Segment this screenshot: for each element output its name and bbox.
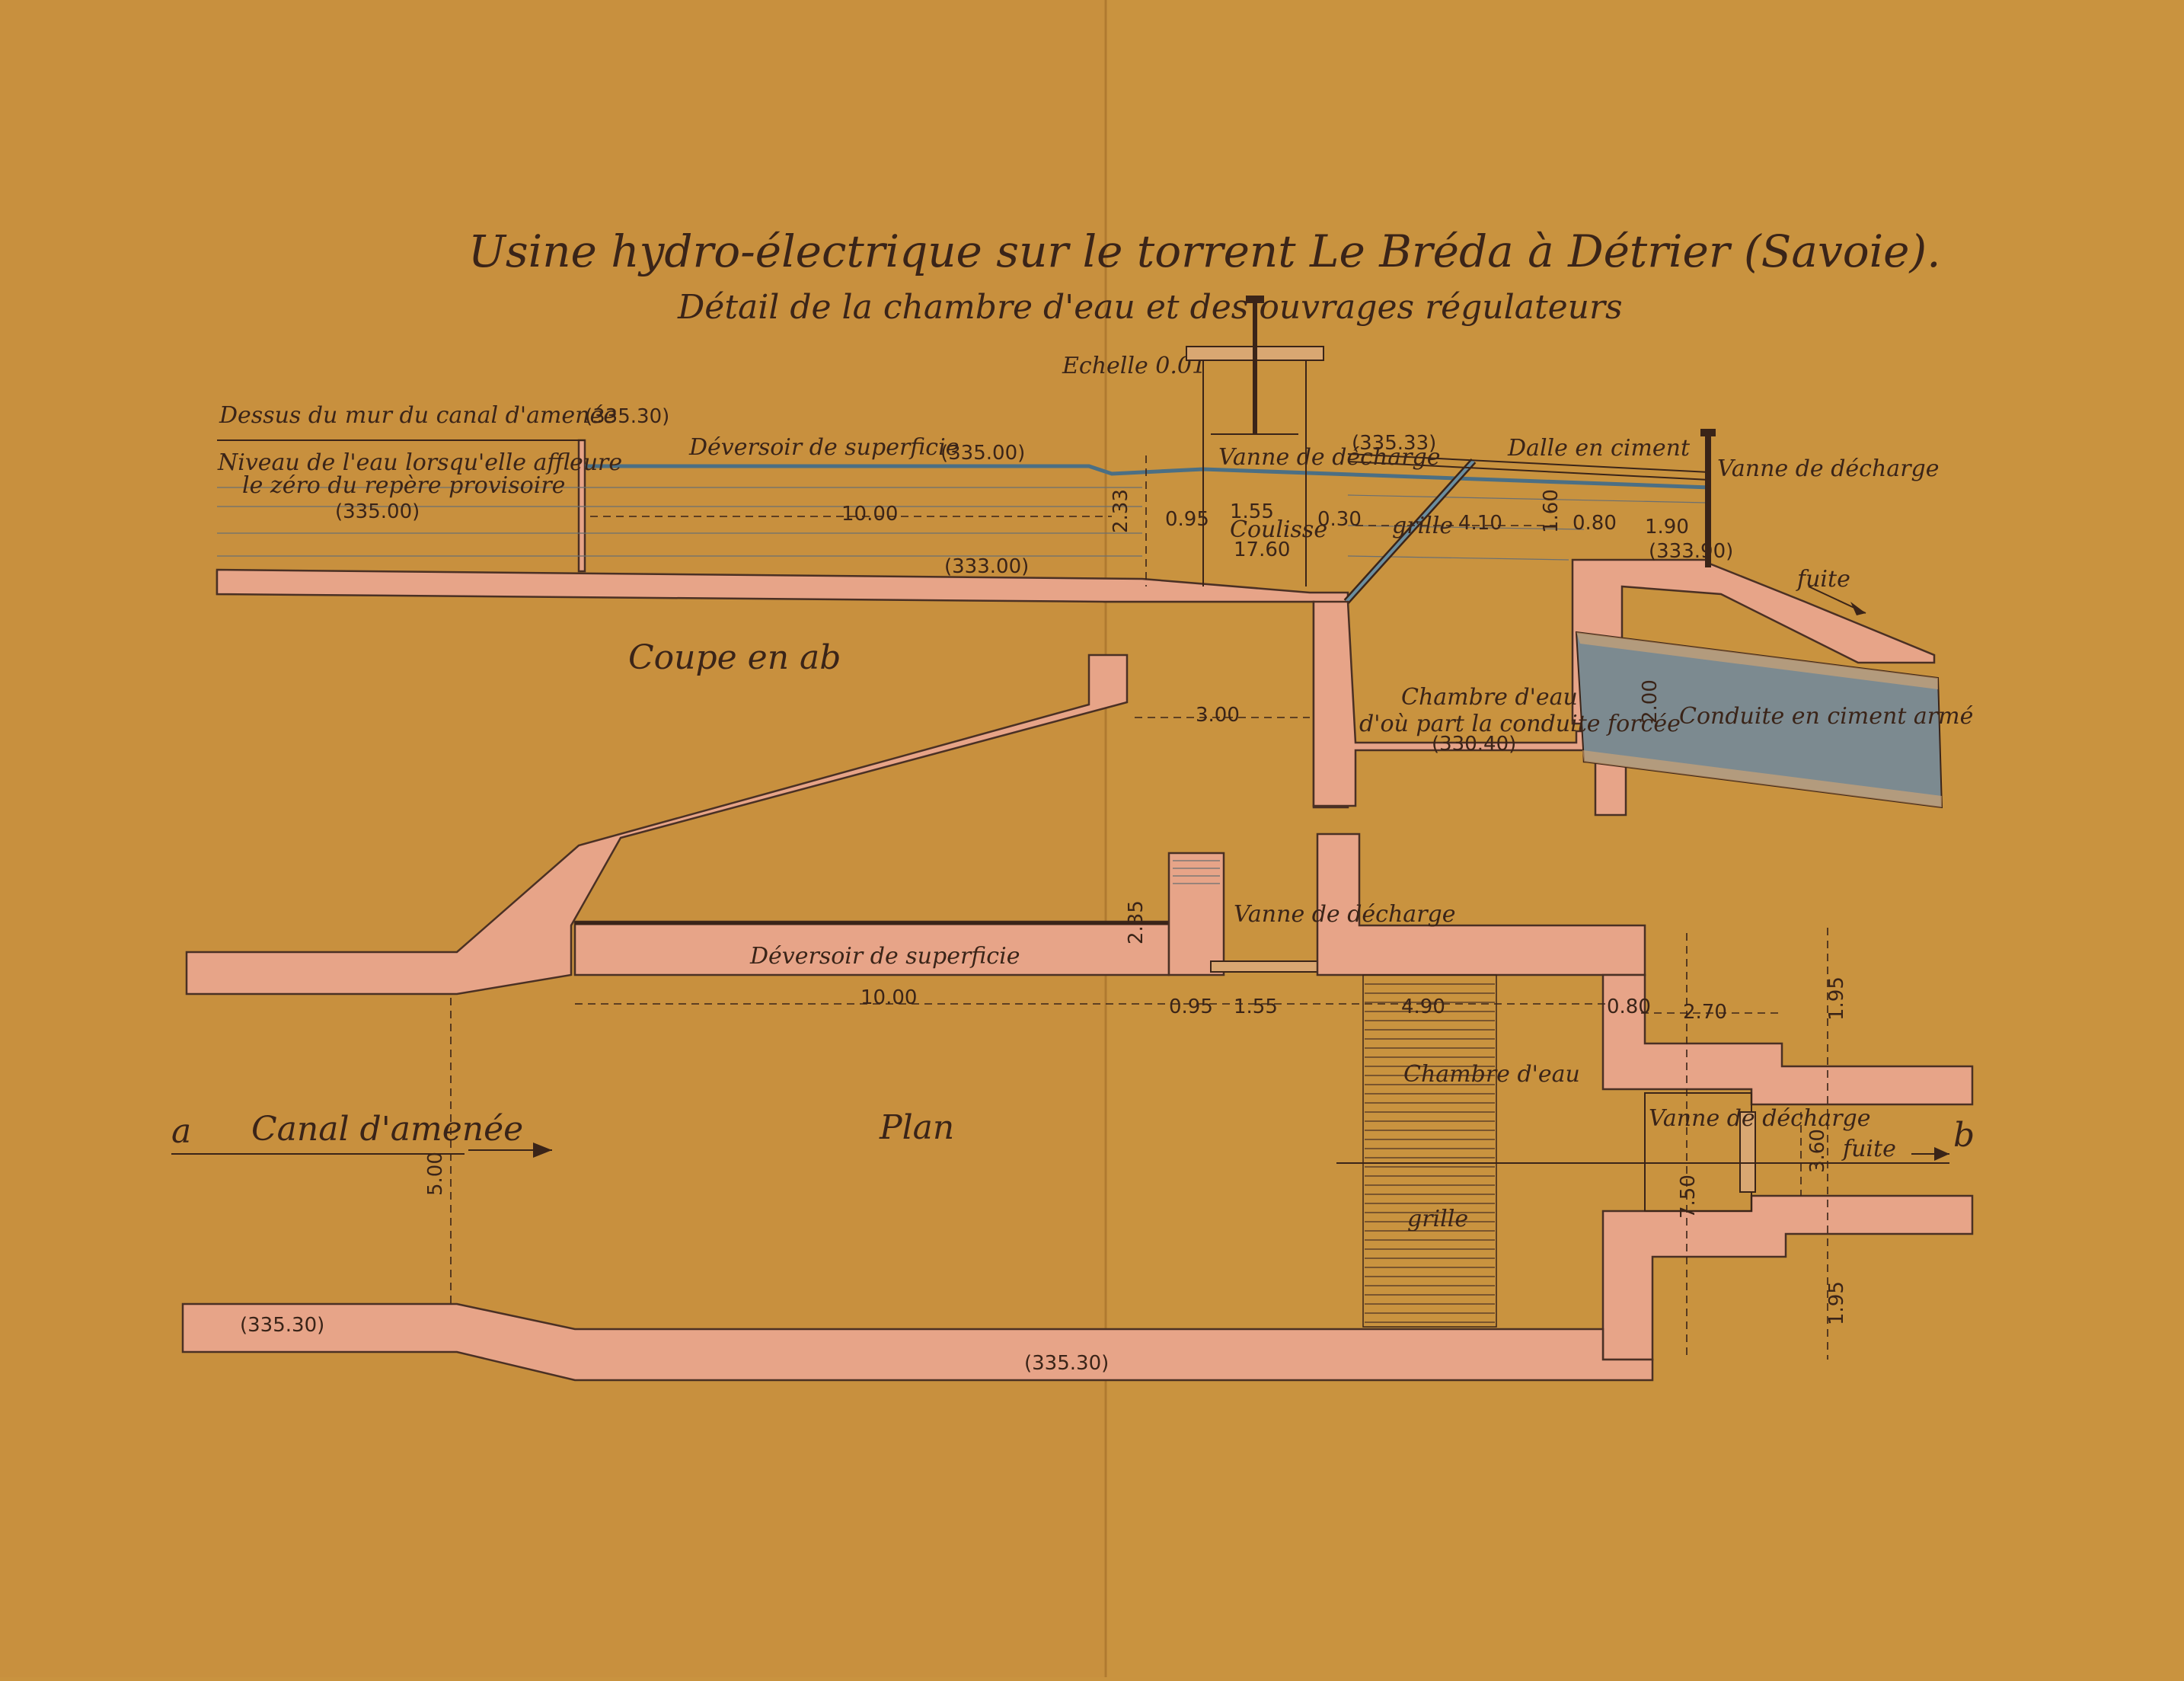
plan-spillway <box>573 920 1170 976</box>
label-reinforced-pipe: Conduite en ciment armé <box>1679 703 1973 730</box>
label-water-level-2: le zéro du repère provisoire <box>242 472 565 499</box>
plan-dim-155: 1.55 <box>1234 995 1278 1018</box>
plan-grate-hatching <box>1365 983 1495 1323</box>
label-plan-chamber: Chambre d'eau <box>1403 1061 1580 1088</box>
elev-33040: (330.40) <box>1432 733 1516 756</box>
label-plan-tailrace: fuite <box>1841 1136 1896 1162</box>
label-canal: Canal d'amenée <box>251 1110 523 1149</box>
marker-a: a <box>171 1112 191 1151</box>
plan-gate-pier <box>1167 852 1225 976</box>
dim-190: 1.90 <box>1645 516 1689 538</box>
label-cement-slab: Dalle en ciment <box>1507 435 1691 462</box>
label-section-grate: grille <box>1392 513 1453 539</box>
plan-central-wall <box>1316 833 1646 976</box>
elev-33530: (335.30) <box>585 405 669 428</box>
label-plan-gate: Vanne de décharge <box>1234 901 1456 928</box>
label-right-gate: Vanne de décharge <box>1717 455 1940 482</box>
plan-dim-235: 2.35 <box>1125 900 1148 944</box>
cement-slab <box>1347 453 1710 473</box>
plan-dim-195a: 1.95 <box>1825 976 1848 1021</box>
plan-dim-10: 10.00 <box>861 986 917 1009</box>
plan-outlet-top-wall <box>1601 973 1974 1106</box>
plan-heading: Plan <box>879 1108 954 1147</box>
elev-33500-b: (335.00) <box>335 500 420 523</box>
plan-dim-095: 0.95 <box>1169 995 1213 1018</box>
plan-dim-500: 5.00 <box>424 1152 447 1196</box>
elev-33500-a: (335.00) <box>940 442 1025 465</box>
plan-dim-490: 4.90 <box>1401 995 1445 1018</box>
plan-view: Plan a b Canal d'amenée Déversoir de sup… <box>171 654 1975 1382</box>
marker-b: b <box>1953 1116 1975 1155</box>
label-plan-grate: grille <box>1407 1206 1468 1232</box>
dim-200: 2.00 <box>1639 679 1662 724</box>
plan-dim-195b: 1.95 <box>1825 1281 1848 1325</box>
elev-33300: (333.00) <box>944 555 1029 578</box>
section-heading: Coupe en ab <box>628 638 841 677</box>
label-penstock-origin: d'où part la conduite forcée <box>1359 711 1681 737</box>
dim-10: 10.00 <box>841 503 898 526</box>
dim-300: 3.00 <box>1196 704 1240 727</box>
label-plan-spillway: Déversoir de superficie <box>749 943 1020 970</box>
label-section-tailrace: fuite <box>1796 566 1850 593</box>
elev-33533: (335.33) <box>1352 432 1436 455</box>
elev-33390: (333.90) <box>1649 540 1733 563</box>
dim-410: 4.10 <box>1458 512 1502 535</box>
plan-dim-270: 2.70 <box>1683 1001 1727 1024</box>
plan-upper-wall <box>185 654 1129 995</box>
dim-1760: 17.60 <box>1234 538 1290 561</box>
label-section-gate: Vanne de décharge <box>1218 444 1441 471</box>
plan-elev-center: (335.30) <box>1024 1352 1109 1375</box>
drawing-title: Usine hydro-électrique sur le torrent Le… <box>468 225 1941 277</box>
plan-dim-360: 3.60 <box>1806 1129 1829 1173</box>
dim-030: 0.30 <box>1317 508 1362 531</box>
dim-155: 1.55 <box>1230 500 1274 523</box>
dim-233: 2.33 <box>1110 489 1132 533</box>
dim-080: 0.80 <box>1573 512 1617 535</box>
dim-160: 1.60 <box>1540 489 1563 533</box>
section-water-surface <box>585 464 1710 490</box>
section-view: Dessus du mur du canal d'amenée Niveau d… <box>216 296 1973 817</box>
label-slide: Coulisse <box>1230 516 1327 543</box>
plan-grate <box>1362 974 1497 1328</box>
plan-dim-080: 0.80 <box>1607 995 1651 1018</box>
plan-elev-left: (335.30) <box>240 1314 324 1337</box>
label-section-chamber: Chambre d'eau <box>1401 684 1578 711</box>
scale-label: Echelle 0.01 <box>1062 353 1206 379</box>
label-section-spillway: Déversoir de superficie <box>688 434 959 461</box>
plan-dim-750: 7.50 <box>1677 1174 1700 1219</box>
label-canal-wall-top: Dessus du mur du canal d'amenée <box>219 402 617 429</box>
label-water-level-1: Niveau de l'eau lorsqu'elle affleure <box>217 449 622 476</box>
plan-lower-wall <box>181 1302 1654 1382</box>
drawing-subtitle: Détail de la chambre d'eau et des ouvrag… <box>677 288 1623 327</box>
label-plan-right-gate: Vanne de décharge <box>1649 1105 1871 1132</box>
paper-left-half <box>0 0 1104 1677</box>
plan-gate-sill <box>1210 960 1333 973</box>
dim-095: 0.95 <box>1165 508 1209 531</box>
